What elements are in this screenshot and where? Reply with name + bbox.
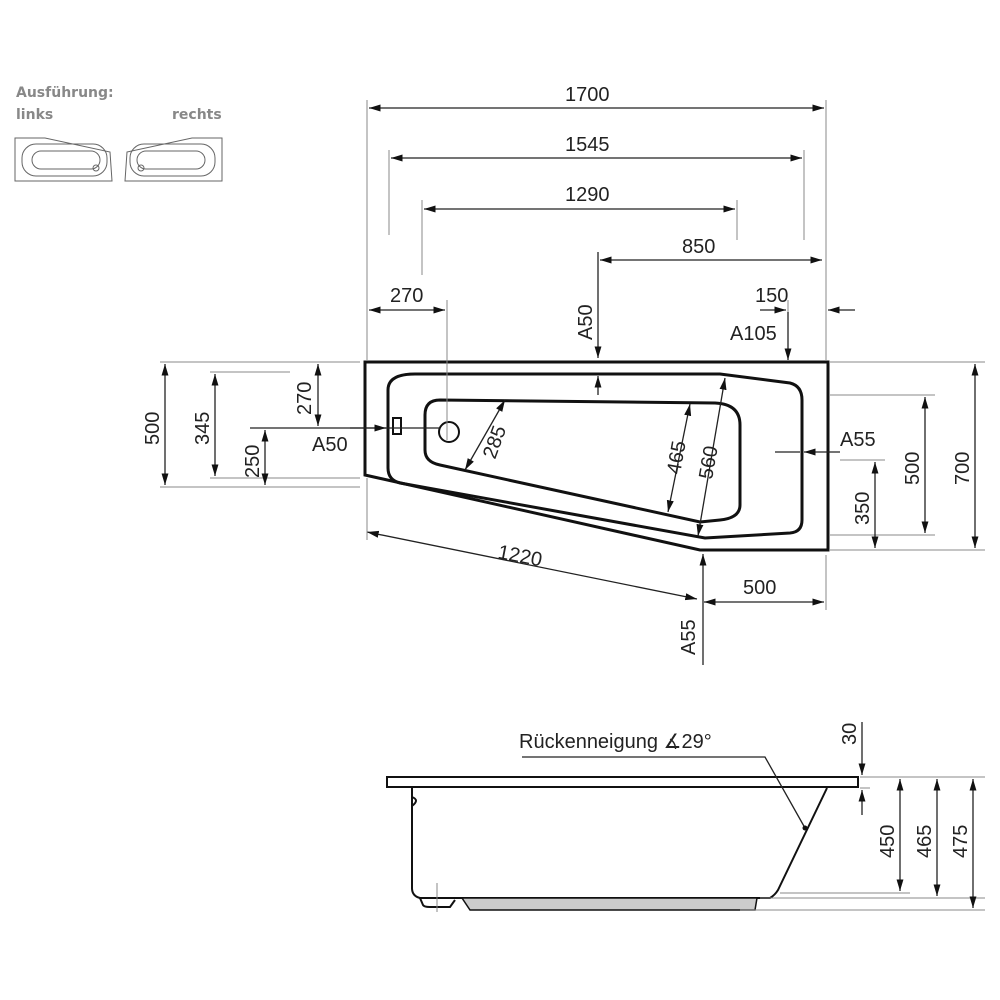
dim-a50-top: A50 [575, 304, 597, 340]
dim-500-right: 500 [902, 452, 924, 485]
dim-1545: 1545 [565, 134, 610, 156]
dim-1220: 1220 [496, 541, 544, 571]
dim-rim-30: 30 [839, 723, 861, 745]
dim-560: 560 [695, 444, 722, 481]
dim-270-top: 270 [390, 285, 423, 307]
variant-legend: Ausführung: links rechts [14, 85, 223, 182]
dim-a55-bottom: A55 [678, 619, 700, 655]
bathtub-top-view [363, 360, 830, 552]
bathtub-side-view [386, 756, 985, 912]
dim-345-left: 345 [192, 412, 214, 445]
drain-icon [438, 421, 460, 443]
dim-a50-left: A50 [312, 434, 348, 456]
dim-a105: A105 [730, 323, 777, 345]
dim-a55-right: A55 [840, 429, 876, 451]
dim-150: 150 [755, 285, 788, 307]
dim-500-left: 500 [142, 412, 164, 445]
dim-500-bottom: 500 [743, 577, 776, 599]
dim-465: 465 [663, 439, 690, 476]
dim-850: 850 [682, 236, 715, 258]
dim-285: 285 [479, 423, 511, 462]
dim-270-left: 270 [294, 382, 316, 415]
right-variant-icon [124, 137, 223, 182]
dim-475: 475 [950, 825, 972, 858]
legend-right-label: rechts [172, 107, 222, 123]
overflow-icon [392, 417, 402, 435]
dim-700-right: 700 [952, 452, 974, 485]
dim-350-right: 350 [852, 492, 874, 525]
dim-1700: 1700 [565, 84, 610, 106]
dim-465: 465 [914, 825, 936, 858]
dim-450: 450 [877, 825, 899, 858]
left-variant-icon [14, 137, 113, 182]
top-view-dimensions: 1700 1545 1290 850 270 150 A105 A50 500 … [142, 84, 974, 655]
dim-1290: 1290 [565, 184, 610, 206]
legend-title: Ausführung: [16, 85, 114, 101]
legend-left-label: links [16, 107, 53, 123]
dim-250-left: 250 [242, 445, 264, 478]
back-incline-label: Rückenneigung ∡29° [519, 731, 712, 753]
